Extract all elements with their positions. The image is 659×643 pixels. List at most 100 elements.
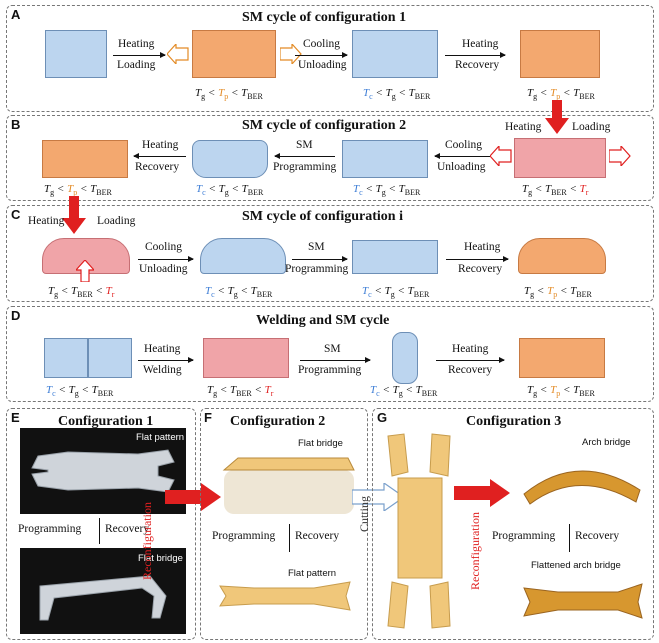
b-network-3 [342, 140, 428, 178]
f-flat-bridge-image [222, 457, 355, 514]
panel-c-label: C [11, 207, 21, 222]
panel-g-label: G [377, 410, 388, 425]
d-cap-1: Tc < Tg < TBER [46, 384, 114, 398]
f-left-label: Programming [212, 530, 276, 542]
panel-c-title: SM cycle of configuration i [242, 209, 403, 224]
c-side-right: Loading [97, 215, 136, 227]
panel-b-label: B [11, 117, 21, 132]
g-arch-bridge-image [523, 470, 641, 505]
a-cap-2: Tc < Tg < TBER [363, 87, 431, 101]
panel-g-title: Configuration 3 [466, 414, 562, 429]
d-network-1b [88, 338, 132, 378]
cutting-arrow [352, 483, 404, 511]
reconfig-arrow-1 [165, 483, 221, 511]
b-hollow-arrow-right [609, 146, 631, 166]
g-photo-bottom-label: Flattened arch bridge [531, 560, 621, 571]
d-step3-arrow [436, 357, 505, 363]
reconfig-1-label: Reconfiguration [140, 502, 154, 580]
f-photo-top-label: Flat bridge [298, 438, 343, 449]
panel-d [6, 306, 654, 402]
a-step2-arrow [295, 52, 348, 58]
red-down-arrow-bc [62, 196, 86, 234]
c-cap-4: Tg < Tp < TBER [524, 285, 592, 299]
cutting-label: Cutting [357, 495, 371, 532]
c-cap-3: Tc < Tg < TBER [362, 285, 430, 299]
a-step1-arrow [113, 52, 166, 58]
red-down-arrow-ab [545, 100, 569, 134]
d-step1-bottom: Welding [143, 364, 182, 376]
d-cap-3: Tc < Tg < TBER [370, 384, 438, 398]
d-network-1 [44, 338, 88, 378]
b-step3-bottom: Unloading [437, 161, 486, 173]
c-step3-bottom: Recovery [458, 263, 503, 275]
c-step1-top: Cooling [145, 241, 183, 253]
b-cap-4: Tg < TBER < Tr [522, 183, 589, 197]
a-step1-bottom: Loading [117, 59, 156, 71]
panel-a [6, 5, 654, 112]
c-cap-1: Tg < TBER < Tr [48, 285, 115, 299]
d-network-2 [203, 338, 289, 378]
c-step3-arrow [446, 256, 509, 262]
c-step3-top: Heating [464, 241, 501, 253]
b-step3-top: Cooling [445, 139, 483, 151]
e-photo-bottom-label: Flat bridge [138, 553, 183, 564]
b-step1-top: Heating [142, 139, 179, 151]
d-step3-top: Heating [452, 343, 489, 355]
panel-e [6, 408, 196, 640]
a-network-4 [520, 30, 600, 78]
panel-e-title: Configuration 1 [58, 414, 154, 429]
panel-f-label: F [204, 410, 212, 425]
f-double-arrow [289, 524, 290, 552]
a-hollow-arrow-1 [167, 44, 189, 64]
panel-e-label: E [11, 410, 20, 425]
c-network-2 [200, 238, 286, 274]
c-step1-arrow [138, 256, 194, 262]
a-step3-arrow [445, 52, 506, 58]
reconfig-arrow-2 [454, 479, 510, 507]
panel-b [6, 115, 654, 201]
g-left-label: Programming [492, 530, 556, 542]
b-network-2 [192, 140, 268, 178]
g-cut-pieces-image [387, 433, 451, 629]
a-step2-bottom: Unloading [298, 59, 347, 71]
b-step2-arrow [274, 153, 335, 159]
a-cap-1: Tg < Tp < TBER [195, 87, 263, 101]
a-step1-top: Heating [118, 38, 155, 50]
g-flattened-arch-image [523, 583, 643, 619]
reconfig-2-label: Reconfiguration [468, 512, 482, 590]
c-cap-2: Tc < Tg < TBER [205, 285, 273, 299]
b-step2-top: SM [296, 139, 313, 151]
a-step3-bottom: Recovery [455, 59, 500, 71]
f-right-label: Recovery [295, 530, 340, 542]
a-hollow-arrow-2 [280, 44, 302, 64]
b-cap-1: Tg < Tp < TBER [44, 183, 112, 197]
panel-f [200, 408, 368, 640]
panel-c [6, 205, 654, 302]
d-step3-bottom: Recovery [448, 364, 493, 376]
b-cap-3: Tc < Tg < TBER [353, 183, 421, 197]
b-step1-arrow [133, 153, 186, 159]
g-right-label: Recovery [575, 530, 620, 542]
panel-b-title: SM cycle of configuration 2 [242, 118, 407, 133]
c-network-4 [518, 238, 606, 274]
panel-d-label: D [11, 308, 21, 323]
c-step2-bottom: Programming [285, 263, 349, 275]
c-side-left: Heating [28, 215, 65, 227]
e-double-arrow [99, 518, 100, 544]
g-double-arrow [569, 524, 570, 552]
f-flat-pattern-image [219, 581, 351, 611]
a-network-2 [192, 30, 276, 78]
panel-f-title: Configuration 2 [230, 414, 326, 429]
c-step1-bottom: Unloading [139, 263, 188, 275]
d-step2-bottom: Programming [298, 364, 362, 376]
b-network-1 [42, 140, 128, 178]
a-cap-3: Tg < Tp < TBER [527, 87, 595, 101]
b-step1-bottom: Recovery [135, 161, 180, 173]
b-side-right: Loading [572, 121, 611, 133]
b-step3-arrow [434, 153, 490, 159]
c-step2-arrow [292, 256, 348, 262]
a-network-3 [352, 30, 438, 78]
e-left-label: Programming [18, 523, 82, 535]
f-photo-bottom-label: Flat pattern [288, 568, 337, 579]
e-right-label: Recovery [105, 523, 150, 535]
